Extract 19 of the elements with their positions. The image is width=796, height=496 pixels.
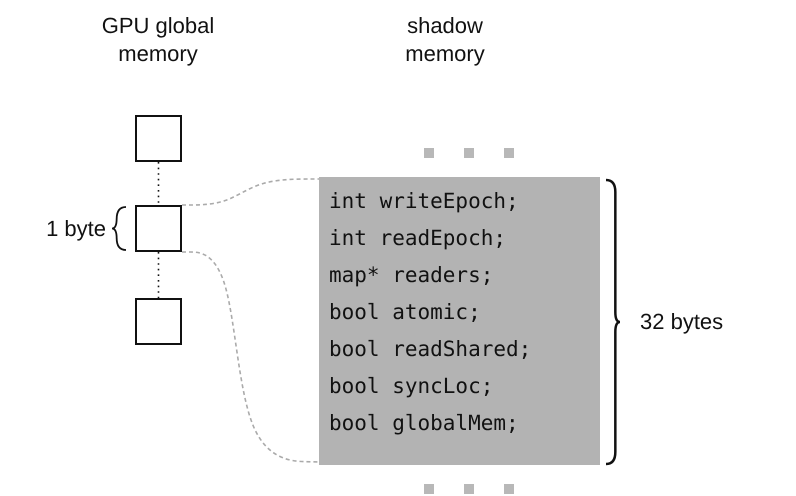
- column-heading: shadow memory: [404, 12, 486, 68]
- memory-byte-box: [135, 298, 182, 345]
- memory-byte-box: [135, 205, 182, 252]
- code-line: int writeEpoch;: [329, 188, 520, 215]
- dashed-curve: [182, 251, 320, 463]
- memory-byte-box: [135, 115, 182, 162]
- shadow-entry-panel: [319, 177, 600, 465]
- code-line: bool readShared;: [329, 336, 532, 363]
- size-label: 32 bytes: [640, 308, 724, 336]
- column-heading: GPU global memory: [100, 12, 216, 68]
- code-line: int readEpoch;: [329, 225, 508, 252]
- size-label: 1 byte: [45, 215, 106, 243]
- dotted-line: [158, 162, 160, 205]
- dashed-curve: [182, 178, 319, 206]
- code-line: bool atomic;: [329, 299, 482, 326]
- code-line: map* readers;: [329, 262, 494, 289]
- code-line: bool globalMem;: [329, 410, 520, 437]
- code-line: bool syncLoc;: [329, 373, 494, 400]
- dotted-line: [158, 252, 160, 298]
